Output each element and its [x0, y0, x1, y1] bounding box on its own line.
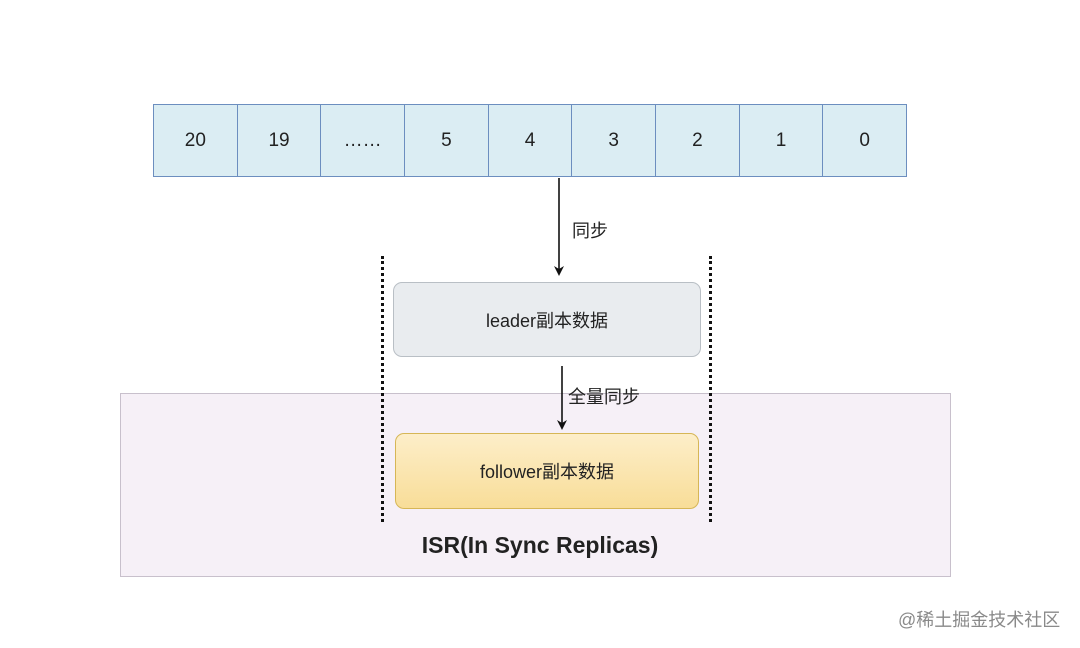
log-cell: 20 — [154, 105, 238, 176]
log-offset-row: 20 19 …… 5 4 3 2 1 0 — [153, 104, 907, 177]
isr-title: ISR(In Sync Replicas) — [421, 532, 659, 558]
log-cell: 2 — [656, 105, 740, 176]
replica-boundary-left — [381, 256, 384, 522]
log-cell: 1 — [739, 105, 824, 176]
watermark: @稀土掘金技术社区 — [898, 610, 1061, 630]
sync-label: 同步 — [572, 221, 608, 241]
leader-replica-label: leader副本数据 — [485, 310, 609, 331]
follower-replica-label: follower副本数据 — [479, 462, 615, 482]
follower-replica-box: follower副本数据 — [395, 433, 699, 509]
log-cell: …… — [321, 105, 406, 176]
log-cell: 19 — [237, 105, 322, 176]
full-sync-label: 全量同步 — [568, 387, 640, 407]
log-cell: 3 — [572, 105, 657, 176]
log-cell: 5 — [405, 105, 489, 176]
replica-boundary-right — [709, 256, 712, 522]
log-cell: 4 — [488, 105, 573, 176]
log-cell: 0 — [823, 105, 907, 176]
leader-replica-box: leader副本数据 — [393, 282, 701, 357]
